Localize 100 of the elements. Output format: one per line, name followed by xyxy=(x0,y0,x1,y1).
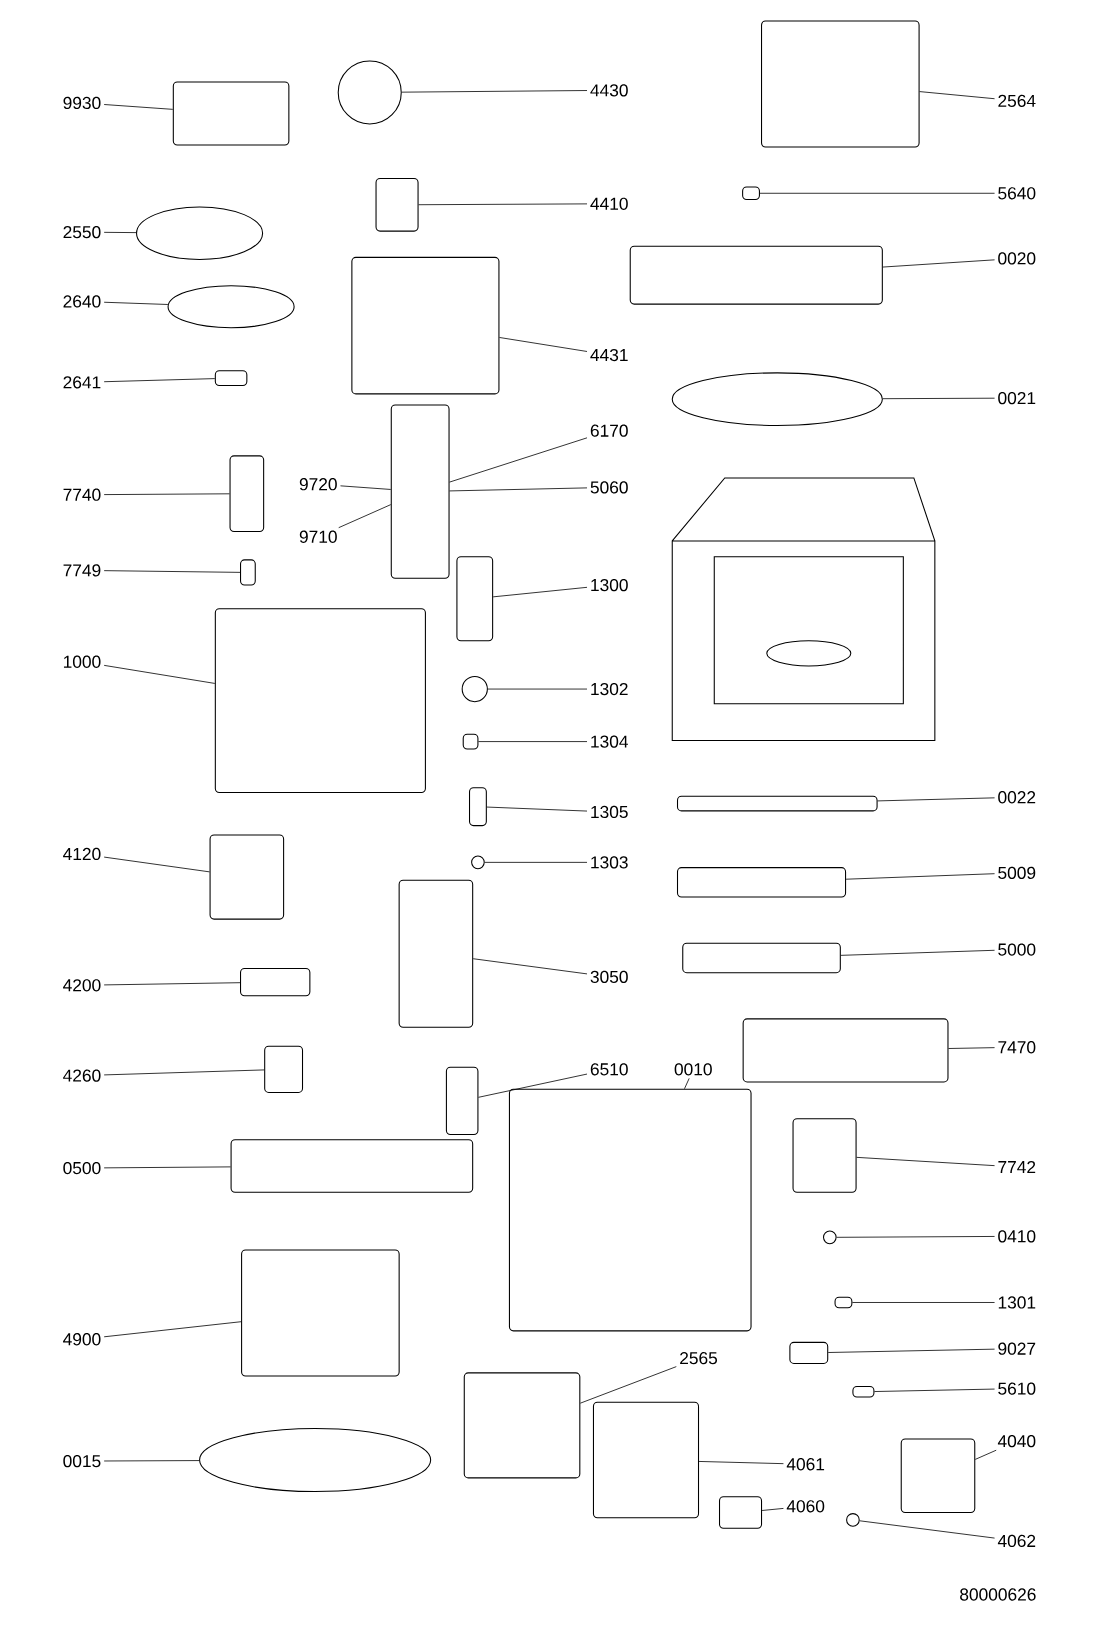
leader-line xyxy=(103,1460,200,1462)
callout-number: 0010 xyxy=(674,1063,712,1076)
callout-number: 4061 xyxy=(786,1458,825,1471)
part-box xyxy=(351,256,500,395)
leader-line xyxy=(827,1348,996,1353)
leader-line xyxy=(103,1321,242,1338)
leader-line xyxy=(103,570,241,573)
part-ellipse xyxy=(136,206,264,260)
leader-line xyxy=(487,688,588,690)
callout-number: 2640 xyxy=(63,295,101,308)
callout-number: 9710 xyxy=(299,530,337,543)
callout-number: 7470 xyxy=(998,1041,1036,1054)
leader-line xyxy=(698,1461,784,1465)
leader-line xyxy=(874,1388,996,1392)
callout-number: 4430 xyxy=(590,84,628,97)
part-box xyxy=(172,81,290,146)
callout-number: 0015 xyxy=(63,1454,101,1468)
part-box xyxy=(761,20,920,148)
leader-line xyxy=(919,91,996,100)
callout-number: 1302 xyxy=(591,682,628,696)
callout-number: 4260 xyxy=(63,1069,101,1082)
part-box xyxy=(375,178,419,232)
callout-number: 0022 xyxy=(998,791,1036,804)
callout-number: 7742 xyxy=(998,1160,1036,1174)
leader-line xyxy=(845,873,996,880)
callout-number: 4900 xyxy=(63,1333,101,1346)
leader-line xyxy=(882,259,996,268)
callout-number: 4200 xyxy=(63,979,101,992)
part-box xyxy=(792,1118,857,1193)
callout-number: 2565 xyxy=(680,1352,718,1365)
leader-line xyxy=(761,1508,784,1511)
part-box xyxy=(742,1018,949,1083)
leader-line xyxy=(103,982,241,986)
callout-number: 4410 xyxy=(590,197,628,210)
part-box xyxy=(229,455,265,533)
part-box xyxy=(456,556,494,642)
drawing-number: 80000626 xyxy=(960,1588,1036,1601)
leader-line xyxy=(338,504,392,529)
part-box xyxy=(240,559,256,586)
part-box xyxy=(469,787,487,827)
leader-line xyxy=(340,485,392,490)
leader-line xyxy=(478,741,588,742)
part-box xyxy=(214,608,427,794)
leader-line xyxy=(449,437,588,483)
part-box xyxy=(677,867,847,898)
part-box xyxy=(398,879,474,1028)
leader-line xyxy=(103,493,231,495)
part-box xyxy=(462,733,479,750)
callout-number: 1000 xyxy=(64,655,101,668)
callout-number: 0500 xyxy=(63,1161,101,1175)
part-ellipse xyxy=(671,372,883,426)
part-ellipse xyxy=(199,1428,432,1493)
leader-line xyxy=(401,90,588,93)
leader-line xyxy=(103,378,216,383)
callout-number: 4062 xyxy=(998,1534,1036,1548)
part-box xyxy=(241,1249,400,1377)
callout-number: 4120 xyxy=(63,847,101,861)
callout-number: 0021 xyxy=(998,391,1036,405)
part-box xyxy=(214,370,248,387)
callout-number: 5060 xyxy=(590,481,628,494)
part-box xyxy=(834,1296,853,1309)
callout-number: 7749 xyxy=(63,564,101,577)
leader-line xyxy=(484,861,588,863)
leader-line xyxy=(836,1236,996,1238)
part-box xyxy=(230,1139,474,1193)
leader-line xyxy=(472,958,588,975)
leader-line xyxy=(856,1156,996,1167)
leader-line xyxy=(103,104,174,110)
callout-number: 1300 xyxy=(591,578,628,592)
leader-line xyxy=(877,797,996,802)
part-box xyxy=(682,942,841,974)
part-box xyxy=(240,967,311,997)
part-box xyxy=(677,795,878,812)
callout-number: 9930 xyxy=(63,96,101,110)
callout-number: 0020 xyxy=(998,252,1036,265)
part-circle xyxy=(337,60,402,125)
callout-number: 1305 xyxy=(591,805,628,819)
leader-line xyxy=(492,586,588,598)
part-box xyxy=(463,1372,581,1479)
leader-line xyxy=(418,203,588,206)
leader-line xyxy=(478,1073,588,1098)
part-circle xyxy=(461,675,489,703)
part-box xyxy=(742,186,761,201)
callout-number: 5009 xyxy=(998,866,1036,879)
leader-line xyxy=(948,1047,996,1049)
part-box xyxy=(789,1341,829,1364)
part-box xyxy=(209,834,285,920)
leader-line xyxy=(580,1366,677,1404)
callout-number: 9027 xyxy=(998,1342,1036,1355)
leader-line xyxy=(975,1449,997,1460)
leader-line xyxy=(103,664,216,684)
leader-line xyxy=(852,1302,996,1303)
part-box xyxy=(264,1045,304,1093)
leader-line xyxy=(882,397,996,400)
leader-line xyxy=(103,231,137,233)
part-box xyxy=(852,1386,875,1398)
callout-number: 0410 xyxy=(998,1230,1036,1243)
callout-number: 5000 xyxy=(998,943,1036,956)
callout-number: 4040 xyxy=(998,1435,1036,1448)
leader-line xyxy=(103,301,169,305)
